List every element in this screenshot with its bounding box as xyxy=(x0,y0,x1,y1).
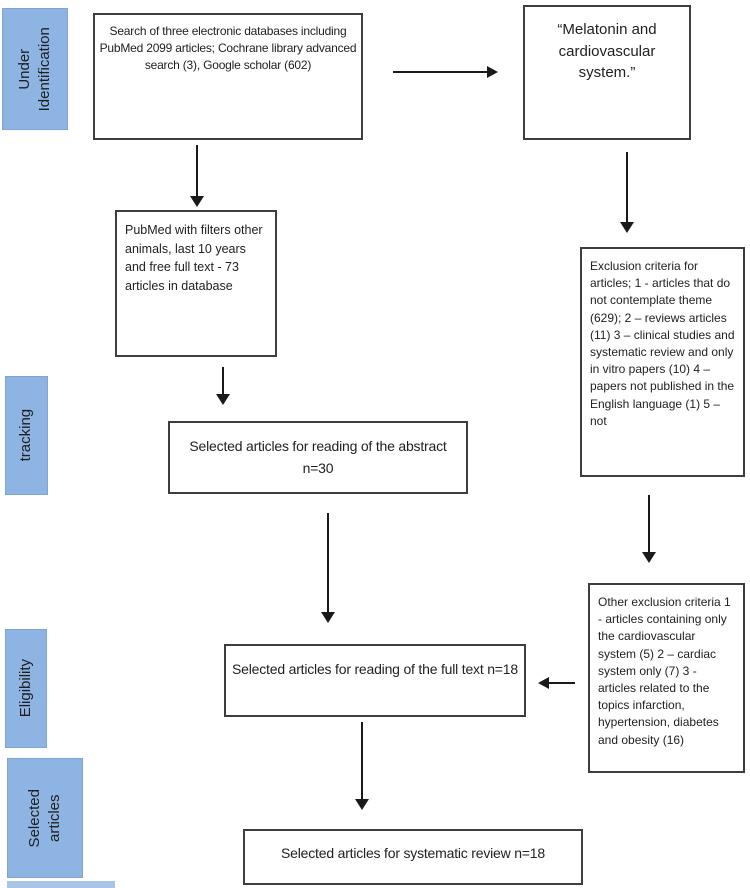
arrow-line xyxy=(648,495,650,553)
arrow-head-down-icon xyxy=(355,799,369,810)
stage-label-eligibility: Eligibility xyxy=(5,629,47,748)
stage-label-selected-articles: Selected articles xyxy=(7,758,83,878)
stage-label-selected-articles-text: Selected articles xyxy=(25,788,63,848)
box-fulltext-selection: Selected articles for reading of the ful… xyxy=(224,644,526,717)
arrow-line xyxy=(626,152,628,223)
arrow-head-down-icon xyxy=(216,394,230,405)
arrow-head-down-icon xyxy=(620,222,634,233)
arrow-head-right-icon xyxy=(487,66,498,78)
arrow-head-down-icon xyxy=(321,612,335,623)
arrow-line xyxy=(196,145,198,197)
arrow-head-left-icon xyxy=(538,677,549,689)
box-database-search: Search of three electronic databases inc… xyxy=(93,13,363,140)
stage-label-eligibility-text: Eligibility xyxy=(16,659,34,718)
box-abstract-selection: Selected articles for reading of the abs… xyxy=(168,421,468,494)
stage-label-tracking-text: tracking xyxy=(17,409,35,462)
arrow-head-down-icon xyxy=(190,196,204,207)
box-other-exclusion: Other exclusion criteria 1 - articles co… xyxy=(588,583,745,773)
stage-label-tracking: tracking xyxy=(5,376,48,495)
stage-label-identification: Under Identification xyxy=(2,8,68,130)
stage-label-identification-text: Under Identification xyxy=(15,26,54,112)
arrow-line xyxy=(548,682,575,684)
arrow-line xyxy=(393,71,488,73)
stage-label-partial xyxy=(7,881,115,888)
arrow-line xyxy=(222,367,224,395)
box-final-selection: Selected articles for systematic review … xyxy=(243,829,583,885)
arrow-line xyxy=(361,722,363,800)
arrow-line xyxy=(327,513,329,613)
box-search-keyword: “Melatonin and cardiovascular system.” xyxy=(523,5,691,140)
box-pubmed-filters: PubMed with filters other animals, last … xyxy=(115,210,277,357)
arrow-head-down-icon xyxy=(642,552,656,563)
box-exclusion-criteria: Exclusion criteria for articles; 1 - art… xyxy=(580,247,745,477)
